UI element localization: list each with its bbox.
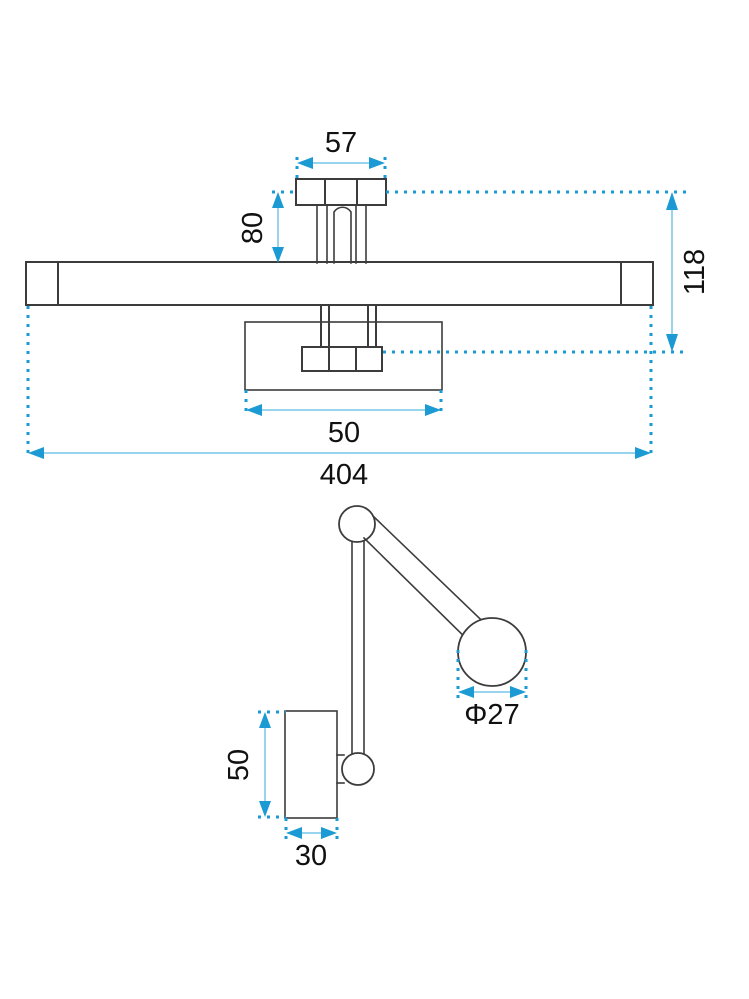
label-height-50: 50 [223, 749, 255, 781]
arrow-57-left [297, 157, 313, 169]
base-block [301, 346, 383, 372]
top-plate [295, 178, 387, 206]
dimension-diameter-27: Φ27 [456, 650, 528, 731]
arrow-50-left [246, 404, 262, 416]
dimension-width-30: 30 [284, 818, 339, 872]
arrow-h50-top [259, 712, 271, 728]
arrow-404-left [28, 447, 44, 459]
side-view-group [284, 505, 527, 819]
lamp-head-ball [457, 617, 527, 687]
dimension-height-118: 118 [383, 190, 711, 354]
arrow-h50-bottom [259, 801, 271, 817]
label-width-50: 50 [328, 417, 360, 449]
wall-base-plate [244, 321, 443, 391]
dimension-width-404: 404 [26, 306, 653, 491]
lower-pivot-ball [341, 752, 375, 786]
arrow-80-bottom [272, 247, 284, 263]
dimension-height-80: 80 [237, 190, 298, 263]
label-height-118: 118 [679, 249, 711, 295]
label-width-404: 404 [320, 459, 368, 491]
wall-mount-body [284, 710, 338, 819]
dimension-height-50: 50 [223, 710, 286, 819]
angled-arm-top-edge [371, 514, 502, 640]
angled-arm-bottom-edge [362, 536, 480, 652]
dimension-width-57: 57 [295, 127, 387, 181]
arrow-80-top [272, 192, 284, 208]
front-view-group [25, 178, 654, 391]
arrow-404-right [635, 447, 651, 459]
label-width-30: 30 [295, 840, 327, 872]
arrow-w30-left [286, 827, 302, 839]
arrow-118-top [666, 192, 678, 210]
arrow-57-right [369, 157, 385, 169]
arrow-50-right [425, 404, 441, 416]
arrow-27-left [458, 686, 474, 698]
arrow-118-bottom [666, 334, 678, 352]
lamp-bar-body [25, 261, 654, 306]
upper-pivot-ball [338, 505, 376, 543]
arrow-w30-right [321, 827, 337, 839]
center-arch [333, 206, 352, 264]
label-diameter-27: Φ27 [464, 699, 519, 731]
label-width-57: 57 [325, 127, 357, 159]
dimension-width-50: 50 [244, 390, 443, 449]
arrow-27-right [510, 686, 526, 698]
label-height-80: 80 [237, 212, 269, 244]
